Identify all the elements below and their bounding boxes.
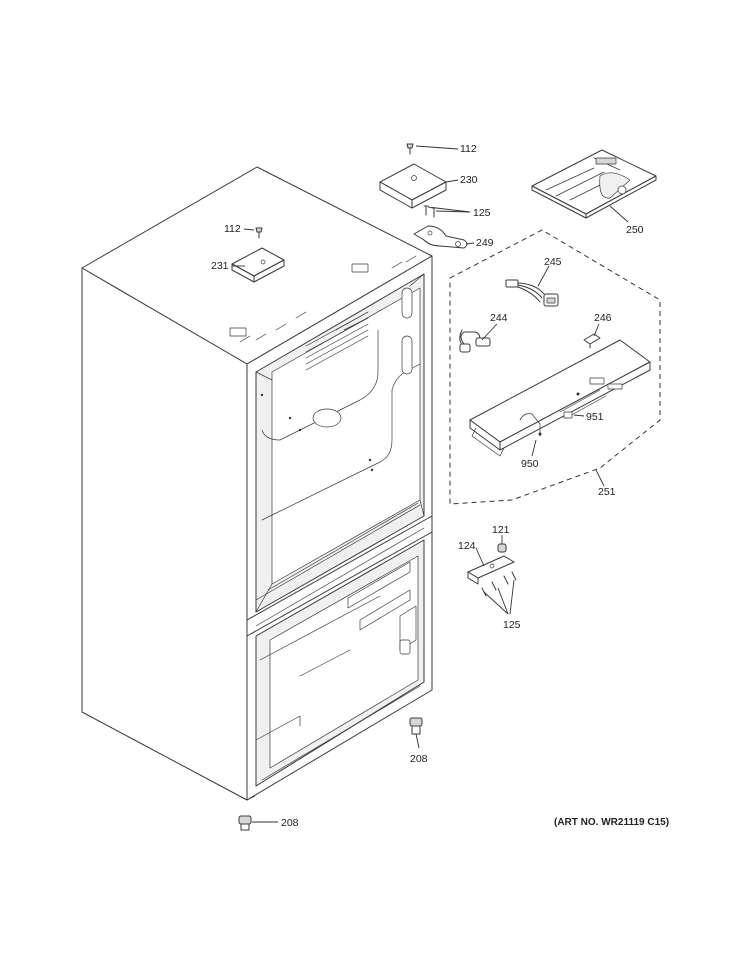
callout-208-right: 208 bbox=[410, 753, 428, 765]
drawer-rails bbox=[259, 561, 417, 677]
callout-249: 249 bbox=[476, 237, 494, 249]
callout-250: 250 bbox=[626, 224, 644, 236]
sensor-clip-246 bbox=[583, 333, 601, 349]
callout-951: 951 bbox=[586, 411, 604, 423]
control-board-housing bbox=[469, 339, 651, 457]
screw-icon bbox=[406, 143, 414, 155]
callout-950: 950 bbox=[521, 458, 539, 470]
callout-125-top: 125 bbox=[473, 207, 491, 219]
callout-112-left: 112 bbox=[224, 223, 241, 235]
callout-124: 124 bbox=[458, 540, 476, 552]
bracket-124 bbox=[467, 555, 515, 585]
callout-251: 251 bbox=[598, 486, 616, 498]
art-number: (ART NO. WR21119 C15) bbox=[554, 817, 669, 828]
callout-125-bottom: 125 bbox=[503, 619, 521, 631]
callout-208-bottom: 208 bbox=[281, 817, 299, 829]
callout-230: 230 bbox=[460, 174, 478, 186]
callout-231: 231 bbox=[211, 260, 229, 272]
refrigerator-cabinet bbox=[81, 166, 433, 801]
leveling-foot-208 bbox=[238, 815, 252, 831]
top-hinge-plate bbox=[229, 327, 247, 337]
center-mullion bbox=[246, 515, 433, 637]
cap-121 bbox=[497, 543, 507, 553]
hinge-cover-230 bbox=[379, 163, 447, 209]
wire-harness-245 bbox=[505, 279, 559, 307]
wire-harness-244 bbox=[459, 329, 491, 353]
board-component-951 bbox=[563, 411, 573, 419]
kit-251-boundary bbox=[449, 229, 661, 505]
screw-icon bbox=[481, 571, 517, 597]
air-vent-slots bbox=[305, 311, 369, 371]
callout-246: 246 bbox=[594, 312, 612, 324]
shelf-slot bbox=[401, 335, 413, 375]
leveling-foot-208 bbox=[409, 717, 423, 735]
callout-245: 245 bbox=[544, 256, 562, 268]
callout-leaders bbox=[232, 145, 629, 823]
callout-112-top: 112 bbox=[460, 143, 477, 155]
hinge-bracket-249 bbox=[413, 225, 468, 249]
screw-icon bbox=[255, 227, 263, 239]
callout-121: 121 bbox=[492, 524, 510, 536]
callout-244: 244 bbox=[490, 312, 508, 324]
top-hinge-plate bbox=[351, 263, 369, 273]
literature-kit-250 bbox=[531, 149, 657, 219]
hinge-cover-231 bbox=[231, 247, 285, 283]
light-opening bbox=[312, 408, 342, 428]
shelf-slot bbox=[401, 287, 413, 319]
